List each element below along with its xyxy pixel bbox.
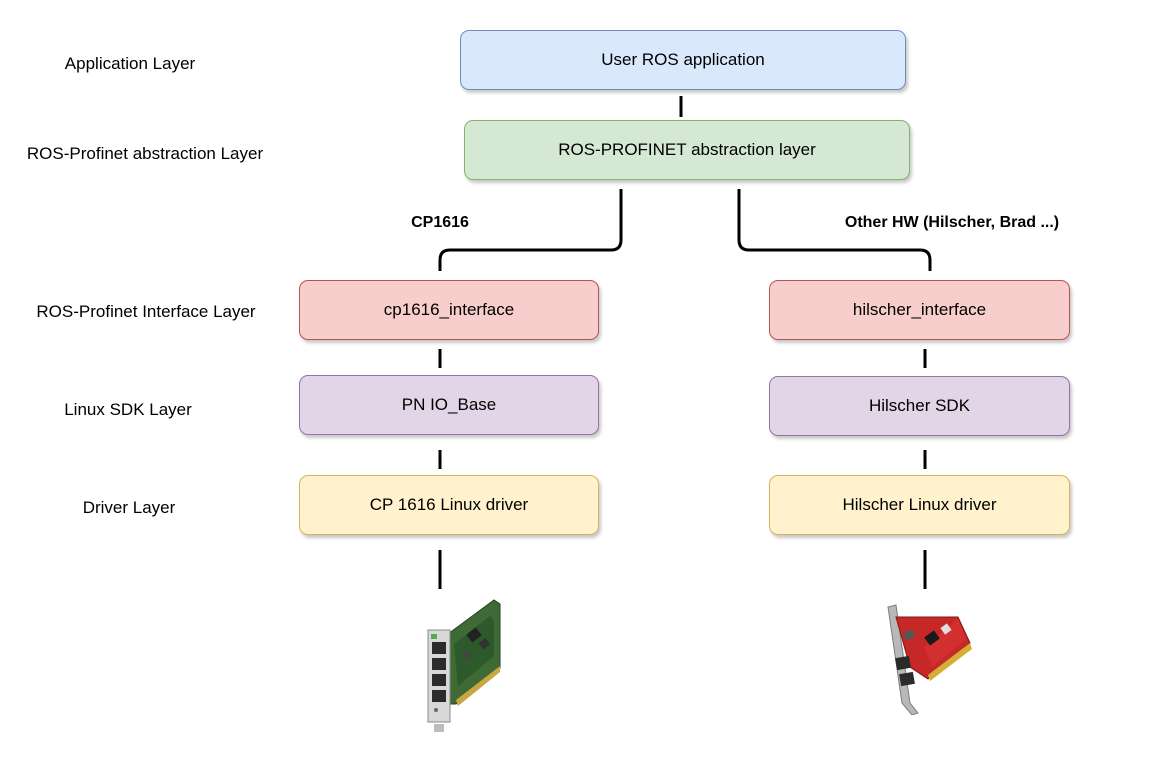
hilscher-linux-driver-label: Hilscher Linux driver	[842, 495, 997, 514]
cp1616-linux-driver-box[interactable]: CP 1616 Linux driver	[299, 475, 599, 535]
hilscher-interface-box[interactable]: hilscher_interface	[769, 280, 1070, 340]
ros-profinet-abstraction-label: ROS-PROFINET abstraction layer	[558, 140, 816, 159]
cp1616-linux-driver-label: CP 1616 Linux driver	[369, 495, 529, 514]
hilscher-sdk-box[interactable]: Hilscher SDK	[769, 376, 1070, 436]
branch-label-cp1616: CP1616	[411, 214, 469, 231]
pn-io-base-box[interactable]: PN IO_Base	[299, 375, 599, 435]
cp1616-card-image	[427, 599, 501, 732]
hilscher-interface-label: hilscher_interface	[852, 300, 987, 319]
hilscher-sdk-label: Hilscher SDK	[868, 396, 971, 415]
pn-io-base-label: PN IO_Base	[401, 395, 497, 414]
layer-label-abstraction: ROS-Profinet abstraction Layer	[26, 144, 264, 163]
hilscher-card-image	[887, 604, 972, 715]
connector-abstraction-hilscher	[737, 189, 932, 271]
branch-label-other-hw: Other HW (Hilscher, Brad ...)	[844, 214, 1060, 231]
layer-label-interface: ROS-Profinet Interface Layer	[36, 302, 256, 321]
user-ros-application-box[interactable]: User ROS application	[460, 30, 906, 90]
ros-profinet-abstraction-box[interactable]: ROS-PROFINET abstraction layer	[464, 120, 910, 180]
layer-label-driver: Driver Layer	[82, 498, 176, 517]
hilscher-linux-driver-box[interactable]: Hilscher Linux driver	[769, 475, 1070, 535]
user-ros-application-label: User ROS application	[601, 50, 765, 69]
cp1616-interface-box[interactable]: cp1616_interface	[299, 280, 599, 340]
cp1616-interface-label: cp1616_interface	[383, 300, 515, 319]
connector-abstraction-cp1616	[438, 189, 623, 271]
layer-label-sdk: Linux SDK Layer	[64, 400, 192, 419]
layer-label-application: Application Layer	[64, 54, 196, 73]
